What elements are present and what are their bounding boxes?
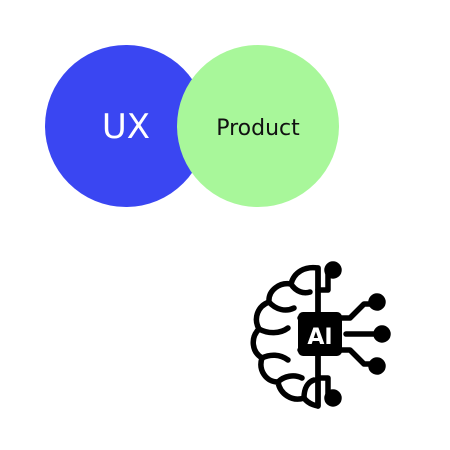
ai-chip-body (298, 312, 342, 356)
brain-fold-3 (256, 325, 291, 336)
circuit-node-middle (373, 325, 391, 343)
product-label: Product (216, 116, 300, 141)
circuit-node-lower-right (368, 357, 386, 375)
circuit-trace-upper-right (337, 301, 375, 321)
brain-fold-4 (259, 352, 291, 363)
circuit-trace-bottom (315, 375, 331, 397)
product-circle (177, 45, 339, 207)
circuit-node-bottom (324, 389, 342, 407)
ai-brain-circuit-icon (250, 261, 391, 409)
brain-fold-1 (288, 281, 313, 296)
brain-fold-5 (275, 373, 305, 385)
brain-fold-6 (301, 377, 317, 401)
circuit-trace-lower-right (337, 347, 375, 367)
circuit-trace-top (315, 269, 331, 293)
circuit-node-upper-right (368, 293, 386, 311)
ux-label: UX (102, 107, 150, 147)
circuit-node-top (324, 261, 342, 279)
ai-chip: AI (298, 312, 342, 356)
ux-circle (45, 45, 207, 207)
brain-fold-2 (266, 299, 297, 313)
venn-diagram: UX Product (45, 45, 339, 207)
ai-chip-label: AI (307, 325, 332, 350)
